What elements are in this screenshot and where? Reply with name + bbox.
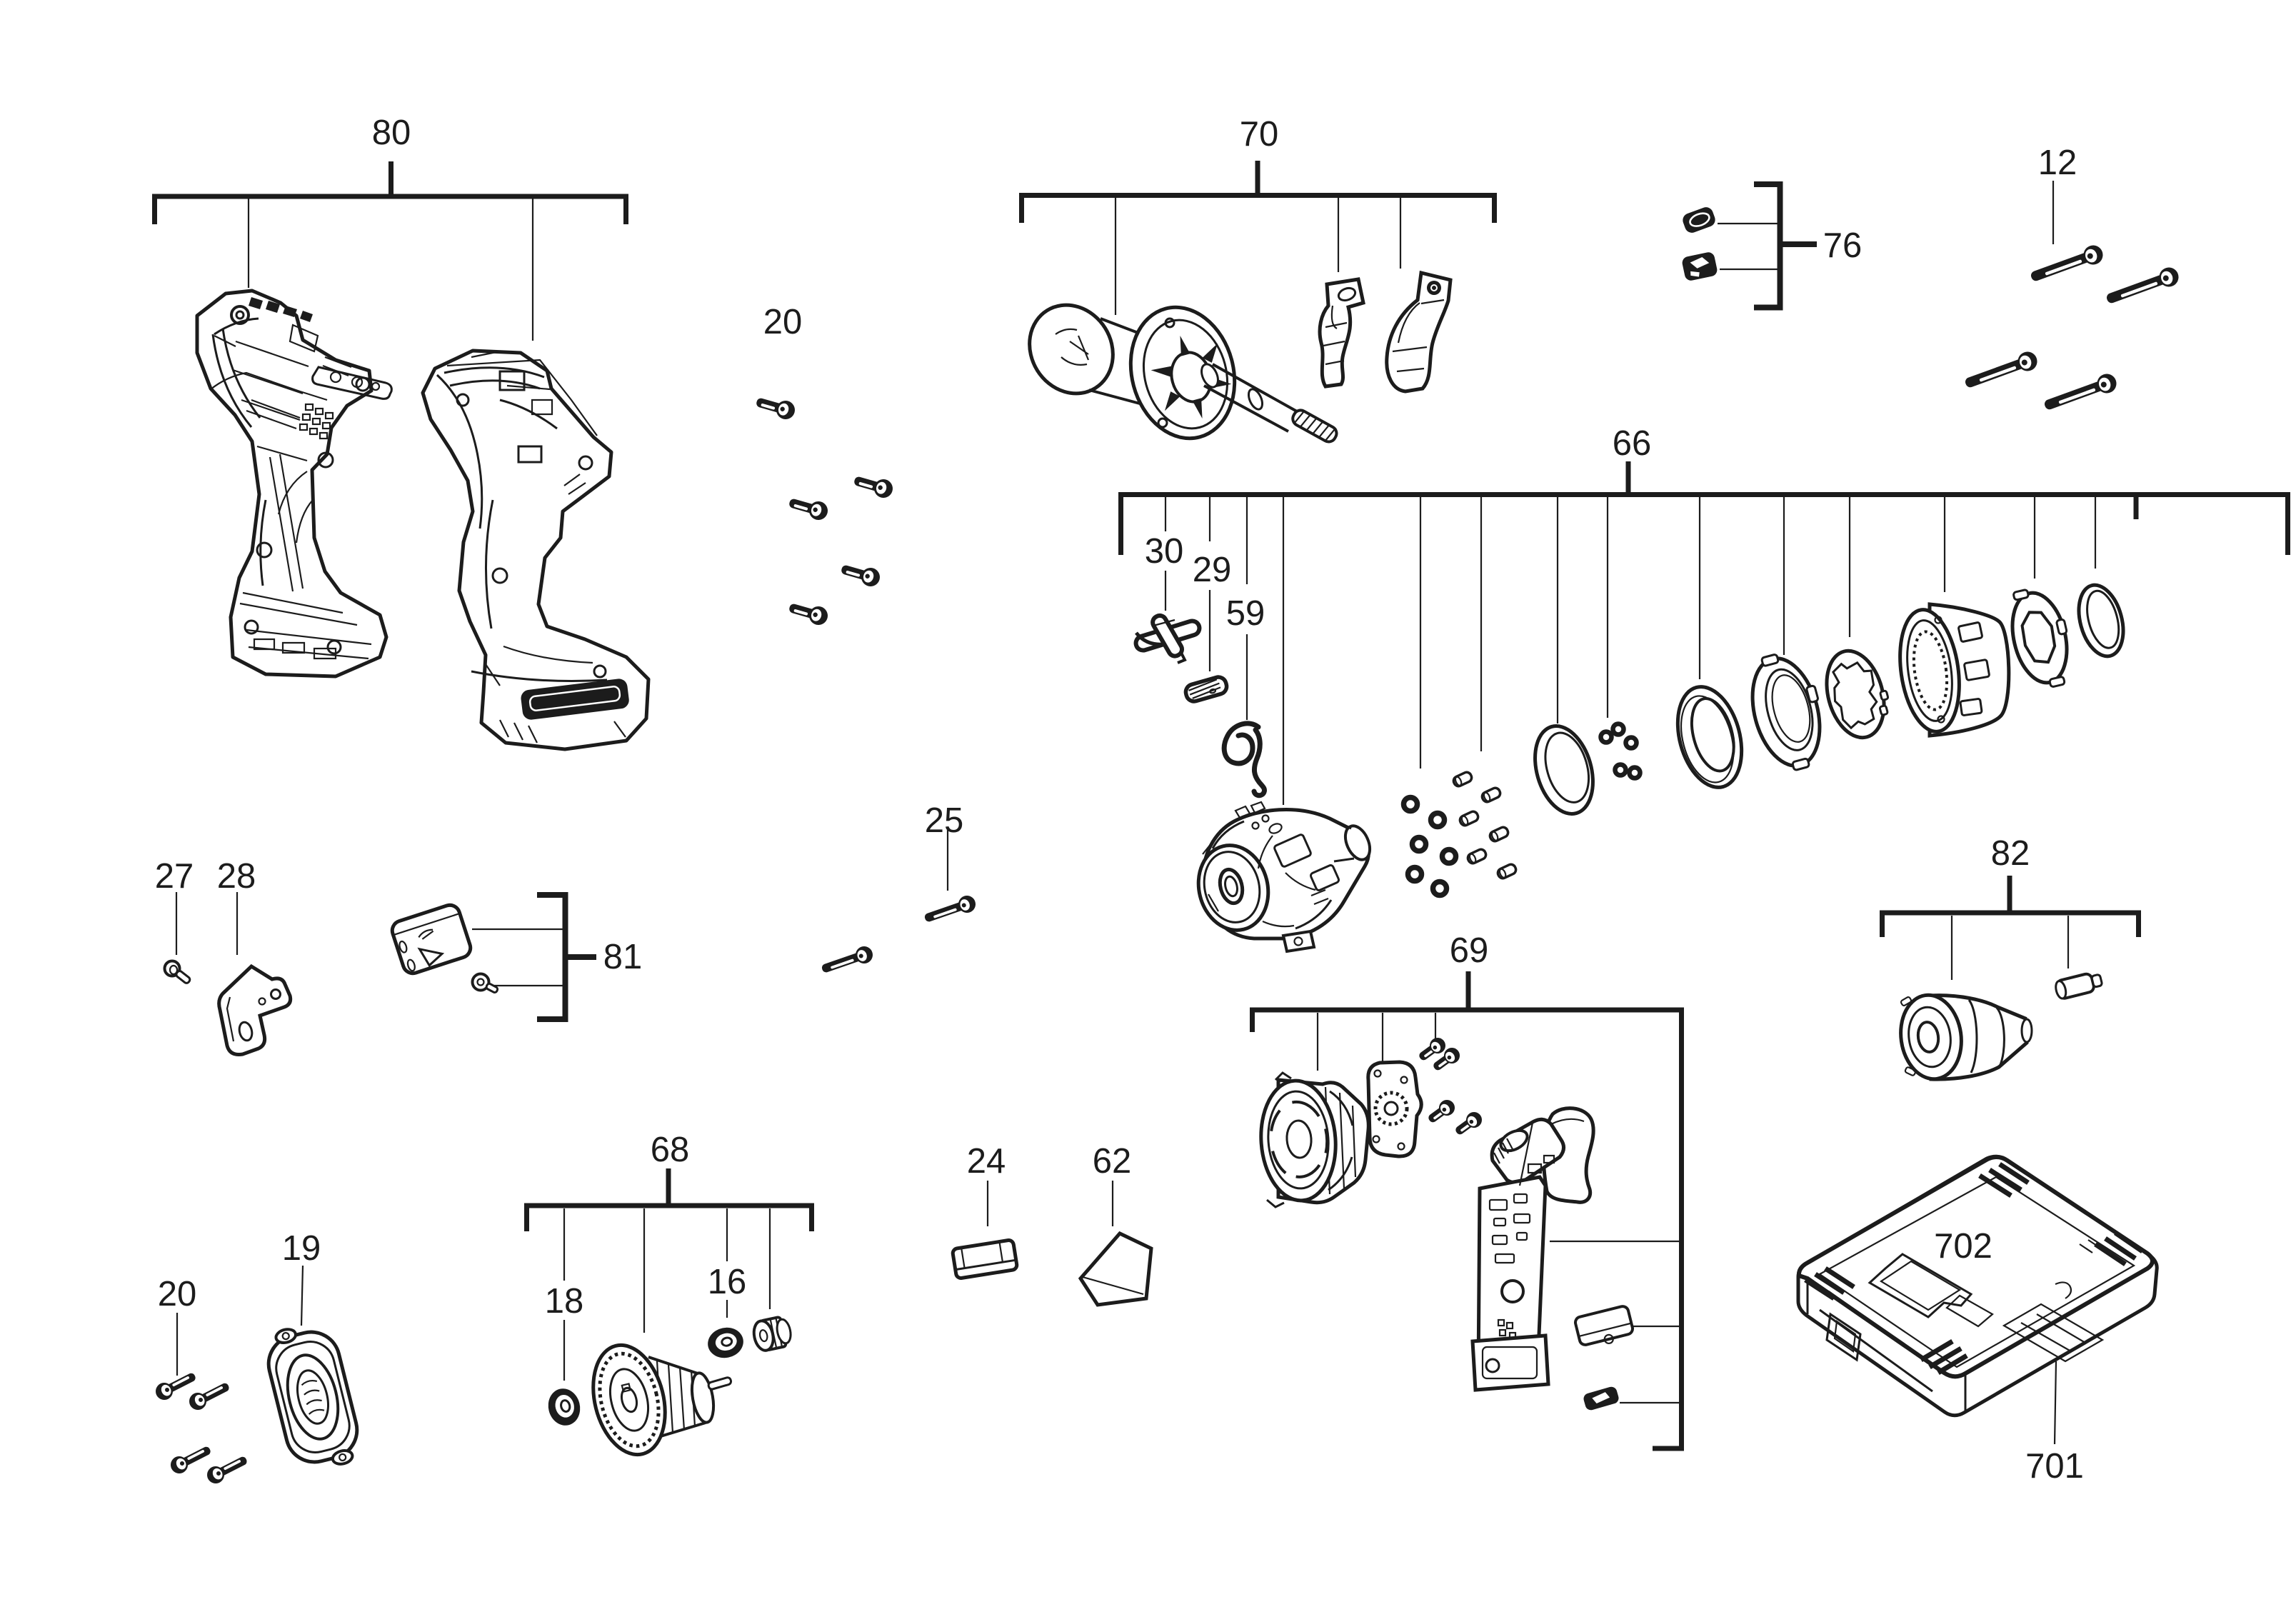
svg-text:19: 19 [282,1229,321,1268]
svg-text:27: 27 [155,857,194,896]
svg-text:68: 68 [651,1131,690,1169]
svg-text:16: 16 [708,1263,747,1301]
svg-text:66: 66 [1613,424,1652,463]
svg-text:70: 70 [1240,115,1279,154]
svg-text:25: 25 [925,801,964,840]
svg-text:81: 81 [603,938,643,976]
svg-text:82: 82 [1991,834,2030,873]
svg-text:69: 69 [1450,931,1489,970]
svg-text:12: 12 [2038,144,2077,182]
svg-text:20: 20 [158,1275,197,1313]
svg-text:80: 80 [372,114,411,152]
svg-text:24: 24 [967,1142,1006,1181]
svg-text:76: 76 [1823,226,1863,265]
svg-text:62: 62 [1093,1142,1132,1181]
svg-text:28: 28 [217,857,256,896]
svg-text:59: 59 [1226,594,1265,633]
svg-text:702: 702 [1934,1227,1992,1266]
svg-text:18: 18 [545,1282,584,1321]
svg-text:701: 701 [2025,1447,2084,1486]
svg-text:29: 29 [1193,551,1232,589]
svg-text:20: 20 [763,303,803,341]
svg-text:30: 30 [1145,532,1184,571]
